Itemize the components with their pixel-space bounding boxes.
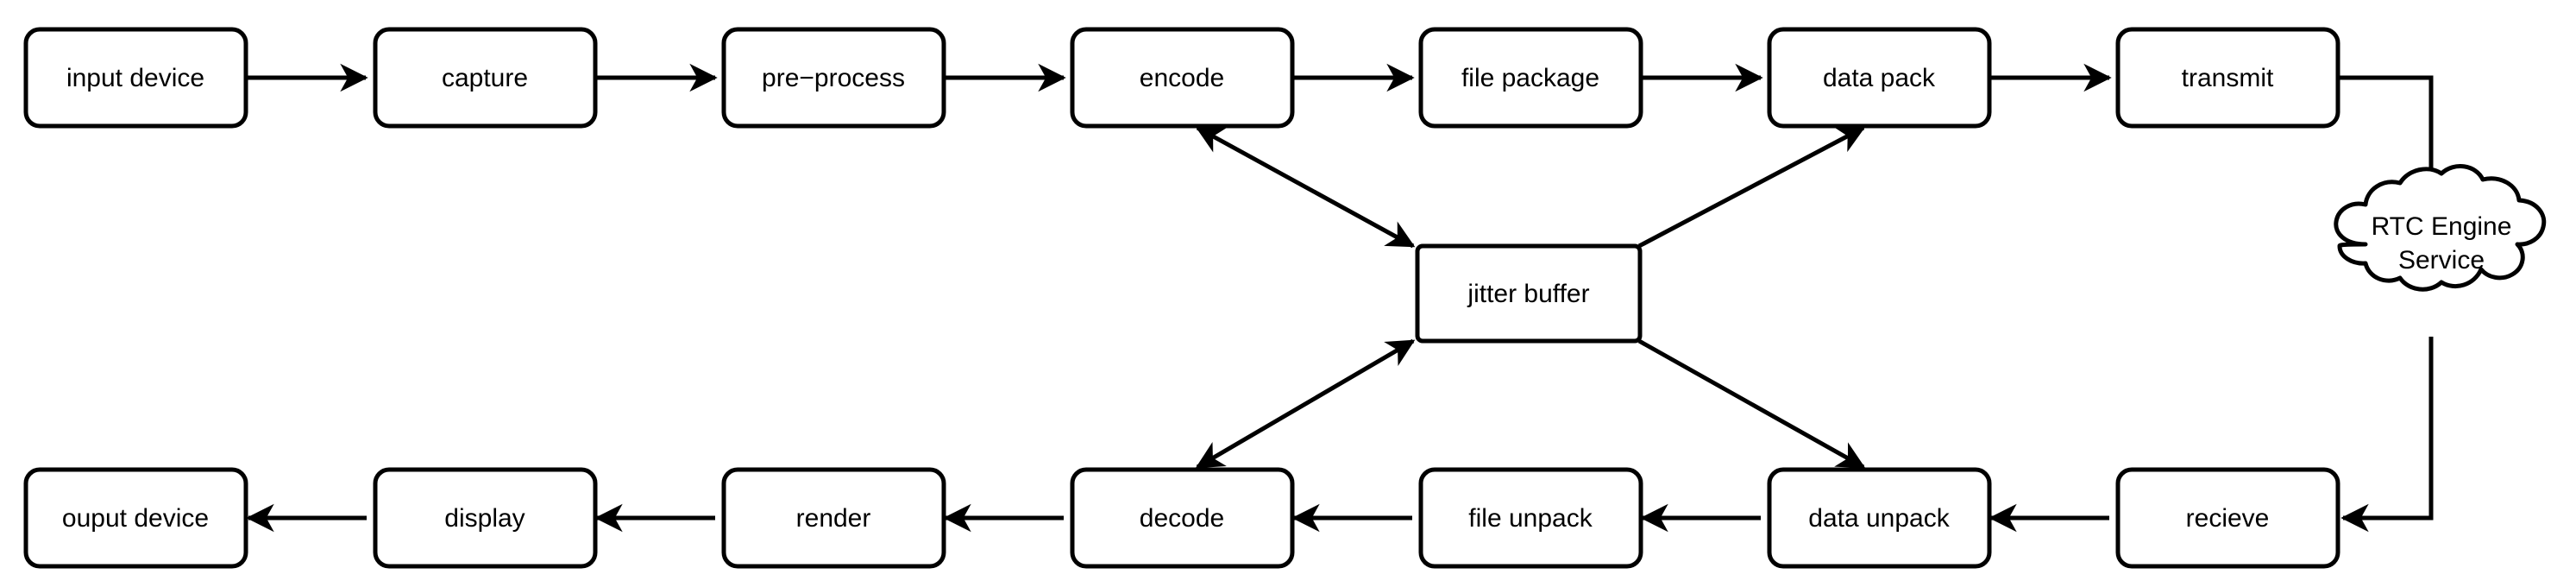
node-file-package-label: file package [1461,64,1599,92]
node-transmit-rect[interactable] [2115,27,2340,129]
node-encode-label: encode [1140,64,1224,92]
edge-transmit-to-rtc-engine [2338,75,2446,208]
edge-jitter-buffer-to-data-pack [1637,125,1866,249]
node-transmit-label: transmit [2182,64,2274,92]
node-pre-process-label: pre−process [762,64,905,92]
node-decode-label: decode [1140,504,1224,533]
node-data-pack-rect[interactable] [1767,27,1992,129]
node-ouput-device-rect[interactable] [23,467,248,569]
node-pre-process-rect[interactable] [721,27,946,129]
node-ouput-device[interactable]: ouput device [23,467,248,569]
node-input-device-label: input device [66,64,204,92]
node-render-rect[interactable] [721,467,946,569]
node-file-package[interactable]: file package [1418,27,1643,129]
node-input-device-rect[interactable] [23,27,248,129]
edge-rtc-engine-to-recieve [2340,337,2434,533]
node-data-unpack-rect[interactable] [1767,467,1992,569]
node-render[interactable]: render [721,467,946,569]
node-capture-rect[interactable] [373,27,598,129]
node-capture-label: capture [442,64,528,92]
node-recieve-rect[interactable] [2115,467,2340,569]
node-file-package-rect[interactable] [1418,27,1643,129]
node-display-rect[interactable] [373,467,598,569]
node-data-pack-label: data pack [1823,64,1936,92]
node-recieve[interactable]: recieve [2115,467,2340,569]
node-pre-process[interactable]: pre−process [721,27,946,129]
node-ouput-device-label: ouput device [62,504,209,533]
node-file-unpack[interactable]: file unpack [1418,467,1643,569]
node-data-pack[interactable]: data pack [1767,27,1992,129]
node-data-unpack-label: data unpack [1808,504,1950,533]
node-rtc-engine-service[interactable]: RTC Engine Service [2334,164,2547,292]
node-decode[interactable]: decode [1070,467,1295,569]
node-encode[interactable]: encode [1070,27,1295,129]
edge-jitter-buffer-to-data-unpack [1637,338,1866,470]
node-capture[interactable]: capture [373,27,598,129]
node-render-label: render [796,504,871,533]
node-input-device[interactable]: input device [23,27,248,129]
node-jitter-buffer-label: jitter buffer [1467,280,1589,308]
edge-encode-jitter-buffer-bidirectional [1195,125,1416,249]
node-recieve-label: recieve [2186,504,2270,533]
node-file-unpack-label: file unpack [1468,504,1593,533]
node-display-label: display [444,504,525,533]
node-encode-rect[interactable] [1070,27,1295,129]
node-rtc-engine-service-cloud[interactable] [2334,164,2547,292]
node-jitter-buffer-rect[interactable] [1415,243,1643,344]
node-rtc-engine-service-label-line2: Service [2398,246,2485,275]
node-transmit[interactable]: transmit [2115,27,2340,129]
node-decode-rect[interactable] [1070,467,1295,569]
node-file-unpack-rect[interactable] [1418,467,1643,569]
node-rtc-engine-service-label-line1: RTC Engine [2372,212,2512,241]
node-data-unpack[interactable]: data unpack [1767,467,1992,569]
node-display[interactable]: display [373,467,598,569]
node-jitter-buffer[interactable]: jitter buffer [1415,243,1643,344]
edge-jitter-buffer-decode-bidirectional [1195,338,1416,470]
